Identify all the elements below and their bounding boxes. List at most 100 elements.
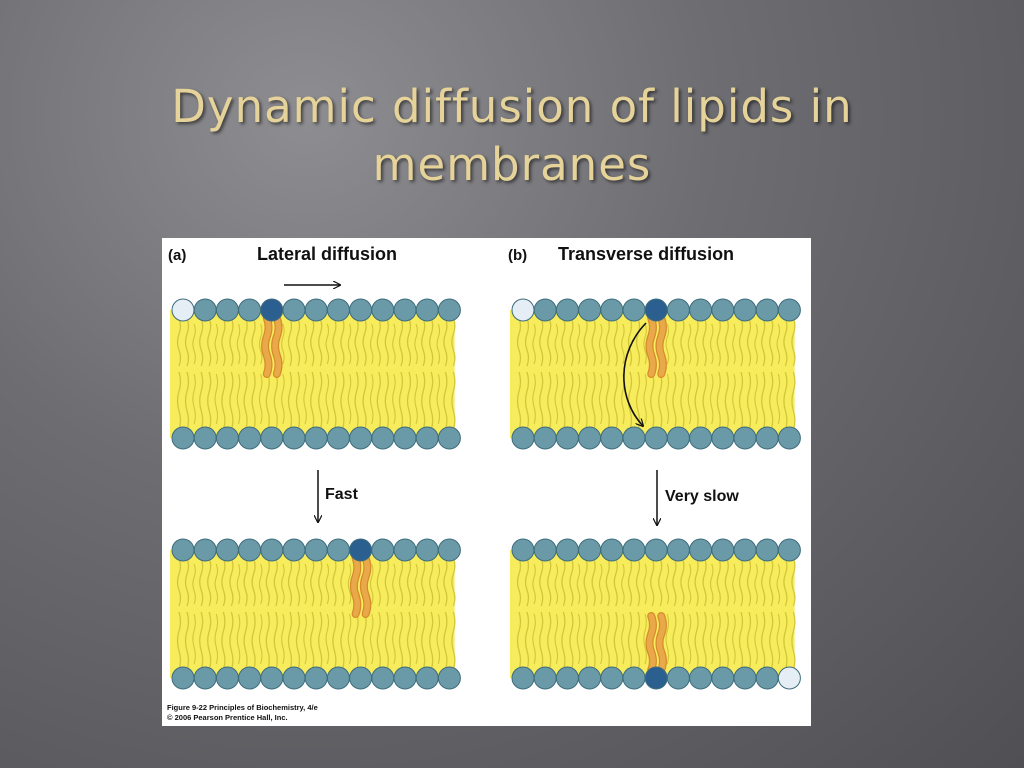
head-group — [393, 666, 417, 690]
lipid-tail — [539, 611, 544, 671]
lipid-tail — [451, 371, 456, 431]
lipid-tail — [362, 611, 367, 671]
lipid-tail — [265, 371, 270, 431]
lipid-tail — [783, 371, 788, 431]
lipid-tail — [406, 611, 412, 671]
lipid-tail — [694, 557, 699, 607]
lipid-tail — [258, 613, 263, 665]
lipid-tail — [310, 371, 315, 431]
lipid-tail — [318, 557, 323, 607]
lipid-tail — [532, 373, 536, 425]
lipid-tail — [236, 373, 241, 425]
lipid-tail — [746, 557, 752, 607]
lipid-tail — [398, 371, 404, 431]
head-group — [733, 298, 757, 322]
lipid-tail — [754, 613, 758, 665]
lipid-tail — [672, 557, 677, 607]
head-group — [171, 666, 195, 690]
lipid-tail — [539, 371, 544, 431]
lipid-tail — [392, 373, 396, 425]
lipid-tail — [783, 557, 788, 607]
lipid-tail — [443, 371, 448, 431]
panel-a-heading: Lateral diffusion — [257, 244, 397, 264]
head-group — [349, 538, 373, 562]
lipid-tail — [754, 563, 758, 605]
head-group — [260, 298, 284, 322]
credit-line-2: © 2006 Pearson Prentice Hall, Inc. — [167, 713, 288, 722]
lipid-tail — [229, 371, 234, 431]
head-group — [689, 666, 713, 690]
lipid-tail — [265, 611, 270, 671]
lipid-tail — [199, 317, 204, 367]
head-group — [511, 298, 535, 322]
lipid-tail — [258, 373, 263, 425]
head-group — [215, 298, 239, 322]
head-group — [689, 426, 713, 450]
lipid-tail — [318, 317, 323, 367]
lipid-tail — [561, 611, 566, 671]
head-group — [711, 666, 735, 690]
panel-b-letter: (b) — [508, 247, 527, 264]
head-group — [622, 538, 646, 562]
lipid-tail — [576, 323, 581, 365]
head-group — [777, 538, 801, 562]
lipid-tail — [561, 317, 566, 367]
lipid-tail — [591, 557, 596, 607]
lipid-tail — [672, 371, 677, 431]
lipid-tail — [672, 611, 677, 671]
lipid-tail — [680, 557, 685, 607]
lipid-tail — [732, 613, 736, 665]
head-group — [600, 298, 624, 322]
lipid-tail — [591, 371, 596, 431]
lipid-tail — [709, 373, 714, 425]
lipid-tail — [303, 613, 307, 665]
lipid-tail — [243, 371, 248, 431]
lipid-tail — [192, 563, 196, 605]
lipid-tail — [192, 323, 196, 365]
head-group — [393, 298, 417, 322]
head-group — [193, 666, 217, 690]
lipid-tail — [627, 317, 633, 367]
head-group — [755, 538, 779, 562]
lipid-tail — [583, 611, 588, 671]
credit-line-1: Figure 9-22 Principles of Biochemistry, … — [167, 703, 318, 712]
membrane-b-after — [510, 538, 801, 690]
head-group — [578, 666, 602, 690]
lipid-tail — [384, 611, 389, 671]
lipid-tail — [524, 557, 530, 607]
lipid-tail — [680, 371, 685, 431]
head-group — [282, 298, 306, 322]
lipid-tail — [547, 371, 552, 431]
lipid-tail — [532, 613, 536, 665]
lipid-tail — [340, 317, 345, 367]
lipid-tail — [746, 611, 752, 671]
lipid-tail — [561, 371, 566, 431]
head-group — [622, 426, 646, 450]
lipid-tail — [524, 371, 530, 431]
head-group — [393, 426, 417, 450]
panel-b-heading: Transverse diffusion — [558, 244, 734, 264]
head-group — [533, 538, 557, 562]
lipid-tail — [576, 613, 581, 665]
lipid-tail — [761, 611, 766, 671]
head-group — [260, 666, 284, 690]
head-group — [349, 426, 373, 450]
lipid-tail — [310, 611, 315, 671]
head-group — [171, 298, 195, 322]
lipid-tail — [732, 563, 736, 605]
membrane-a-before — [170, 298, 461, 450]
tracked-lipid-tail — [656, 613, 666, 673]
lipid-tail — [650, 557, 655, 607]
head-group — [326, 426, 350, 450]
lipid-tail — [295, 317, 301, 367]
head-group — [511, 426, 535, 450]
lipid-tail — [421, 371, 426, 431]
head-group — [371, 666, 395, 690]
lipid-tail — [258, 563, 263, 605]
lipid-tail — [347, 323, 352, 365]
lipid-tail — [598, 373, 603, 425]
lipid-tail — [398, 557, 404, 607]
lipid-tail — [287, 371, 293, 431]
lipid-tail — [583, 557, 588, 607]
lipid-tail — [229, 611, 234, 671]
